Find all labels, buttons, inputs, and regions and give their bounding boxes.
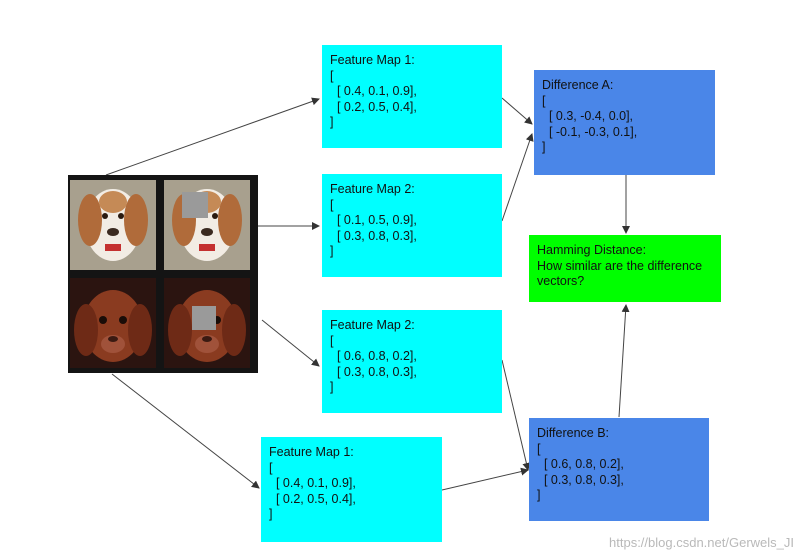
feature-map-1-top-box: Feature Map 1: [ [ 0.4, 0.1, 0.9], [ 0.2… (322, 45, 502, 148)
feature-map-2-top-box: Feature Map 2: [ [ 0.1, 0.5, 0.9], [ 0.3… (322, 174, 502, 277)
box-title: Feature Map 1: (330, 53, 415, 67)
feature-map-1-bottom-box: Feature Map 1: [ [ 0.4, 0.1, 0.9], [ 0.2… (261, 437, 442, 542)
box-line: [ 0.1, 0.5, 0.9], (330, 213, 417, 228)
dog-puppy-occluded-photo (164, 278, 250, 368)
box-line: ] (330, 115, 334, 130)
box-line: ] (269, 507, 273, 522)
box-title: Hamming Distance: (537, 243, 647, 257)
arrow-fm1-top-to-diff-a (501, 97, 533, 125)
box-line: [ 0.4, 0.1, 0.9], (269, 476, 356, 491)
box-line: [ 0.6, 0.8, 0.2], (330, 349, 417, 364)
box-title: Feature Map 2: (330, 182, 415, 196)
box-line: [ 0.4, 0.1, 0.9], (330, 84, 417, 99)
box-line: [ 0.2, 0.5, 0.4], (269, 491, 356, 506)
box-title: Difference B: (537, 426, 610, 440)
box-title: Feature Map 2: (330, 318, 415, 332)
box-line: [ 0.3, -0.4, 0.0], (542, 109, 634, 124)
arrow-image-to-fm1-bot (111, 373, 260, 489)
arrow-fm1-bot-to-diff-b (441, 467, 529, 491)
box-line: [ (542, 93, 546, 108)
box-line: [ 0.3, 0.8, 0.3], (330, 364, 417, 379)
hamming-distance-box: Hamming Distance: How similar are the di… (529, 235, 721, 302)
watermark-text: https://blog.csdn.net/Gerwels_JI (609, 535, 794, 550)
dog-puppy-photo (70, 278, 156, 368)
box-line: ] (537, 488, 541, 503)
box-line: [ (537, 441, 541, 456)
arrow-image-to-fm1-top (105, 97, 320, 176)
box-line: ] (542, 140, 546, 155)
arrow-fm2-mid-to-diff-b (501, 359, 531, 471)
box-title: Feature Map 1: (269, 445, 354, 459)
box-line: [ (330, 68, 334, 83)
difference-a-box: Difference A: [ [ 0.3, -0.4, 0.0], [ -0.… (534, 70, 715, 175)
difference-b-box: Difference B: [ [ 0.6, 0.8, 0.2], [ 0.3,… (529, 418, 709, 521)
box-line: vectors? (537, 274, 585, 289)
arrow-fm2-top-to-diff-a (501, 133, 534, 222)
box-line: [ (330, 197, 334, 212)
dog-spaniel-occluded-photo (164, 180, 250, 270)
image-grid (68, 175, 258, 373)
box-line: [ 0.3, 0.8, 0.3], (537, 472, 624, 487)
box-line: [ (330, 333, 334, 348)
box-line: [ 0.2, 0.5, 0.4], (330, 99, 417, 114)
arrow-diff-b-to-hamming (618, 304, 630, 418)
feature-map-2-mid-box: Feature Map 2: [ [ 0.6, 0.8, 0.2], [ 0.3… (322, 310, 502, 413)
box-line: How similar are the difference (537, 258, 703, 273)
box-title: Difference A: (542, 78, 614, 92)
box-line: [ 0.3, 0.8, 0.3], (330, 228, 417, 243)
box-line: [ (269, 460, 273, 475)
box-line: ] (330, 244, 334, 259)
box-line: [ 0.6, 0.8, 0.2], (537, 457, 624, 472)
arrow-image-to-fm2-mid (261, 319, 320, 367)
box-line: [ -0.1, -0.3, 0.1], (542, 124, 638, 139)
box-line: ] (330, 380, 334, 395)
dog-spaniel-photo (70, 180, 156, 270)
